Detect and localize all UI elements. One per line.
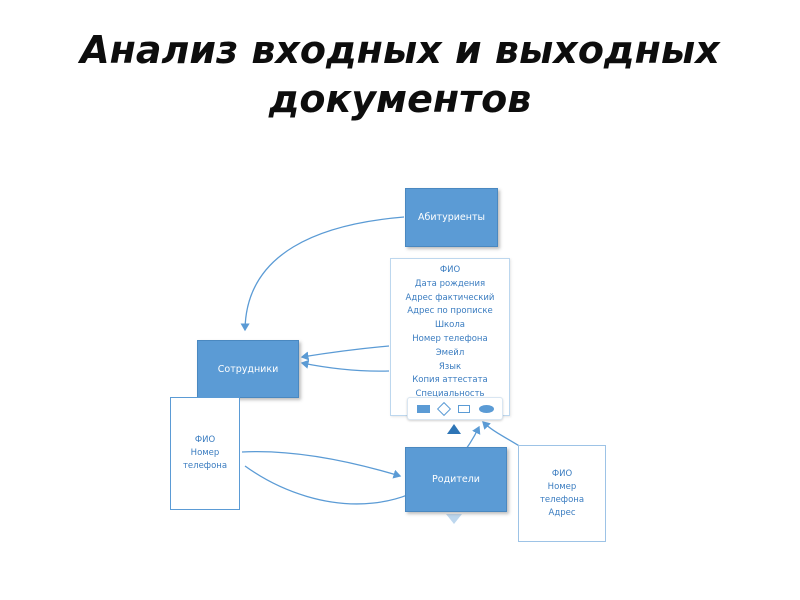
field-item: Адрес <box>548 507 576 518</box>
field-item: Школа <box>434 320 466 331</box>
staff-fields-box: ФИО Номер телефона <box>170 397 240 510</box>
field-item: Адрес фактический <box>405 292 495 303</box>
connector-fields-to-staff-upper <box>300 345 390 361</box>
rectangle-icon <box>457 404 470 413</box>
field-item: Номер телефона <box>539 481 585 505</box>
field-item: ФИО <box>194 435 216 445</box>
entity-parents: Родители <box>405 447 507 512</box>
entity-applicants-label: Абитуриенты <box>418 212 485 223</box>
filled-rectangle-icon <box>416 404 430 413</box>
field-item: Копия аттестата <box>412 375 488 386</box>
slide-title: Анализ входных и выходных документов <box>80 28 720 122</box>
field-item: ФИО <box>551 468 573 479</box>
parent-fields-box: ФИО Номер телефона Адрес <box>518 445 606 542</box>
up-triangle-icon <box>447 424 461 434</box>
field-item: Адрес по прописке <box>407 306 493 317</box>
field-item: Дата рождения <box>414 278 486 289</box>
entity-staff: Сотрудники <box>197 340 299 398</box>
entity-applicants: Абитуриенты <box>405 188 498 247</box>
shape-palette <box>407 397 503 420</box>
connector-fields-to-staff-lower <box>300 359 390 372</box>
connector-parentfields-to-fields <box>482 421 522 448</box>
connector-stafffields-to-parents <box>241 450 402 479</box>
field-item: Эмейл <box>435 347 465 358</box>
entity-staff-label: Сотрудники <box>217 363 279 375</box>
connector-applicants-to-staff <box>240 216 405 332</box>
field-item: ФИО <box>439 265 461 275</box>
field-item: Язык <box>438 361 462 372</box>
diamond-icon <box>436 401 451 416</box>
down-triangle-icon <box>446 514 462 524</box>
field-item: Номер телефона <box>412 333 488 344</box>
applicant-fields-box: ФИО Дата рождения Адрес фактический Адре… <box>390 258 510 416</box>
entity-parents-label: Родители <box>432 474 480 485</box>
field-item: Номер телефона <box>182 448 228 471</box>
oval-icon <box>478 404 494 413</box>
field-item: Специальность <box>415 389 485 400</box>
